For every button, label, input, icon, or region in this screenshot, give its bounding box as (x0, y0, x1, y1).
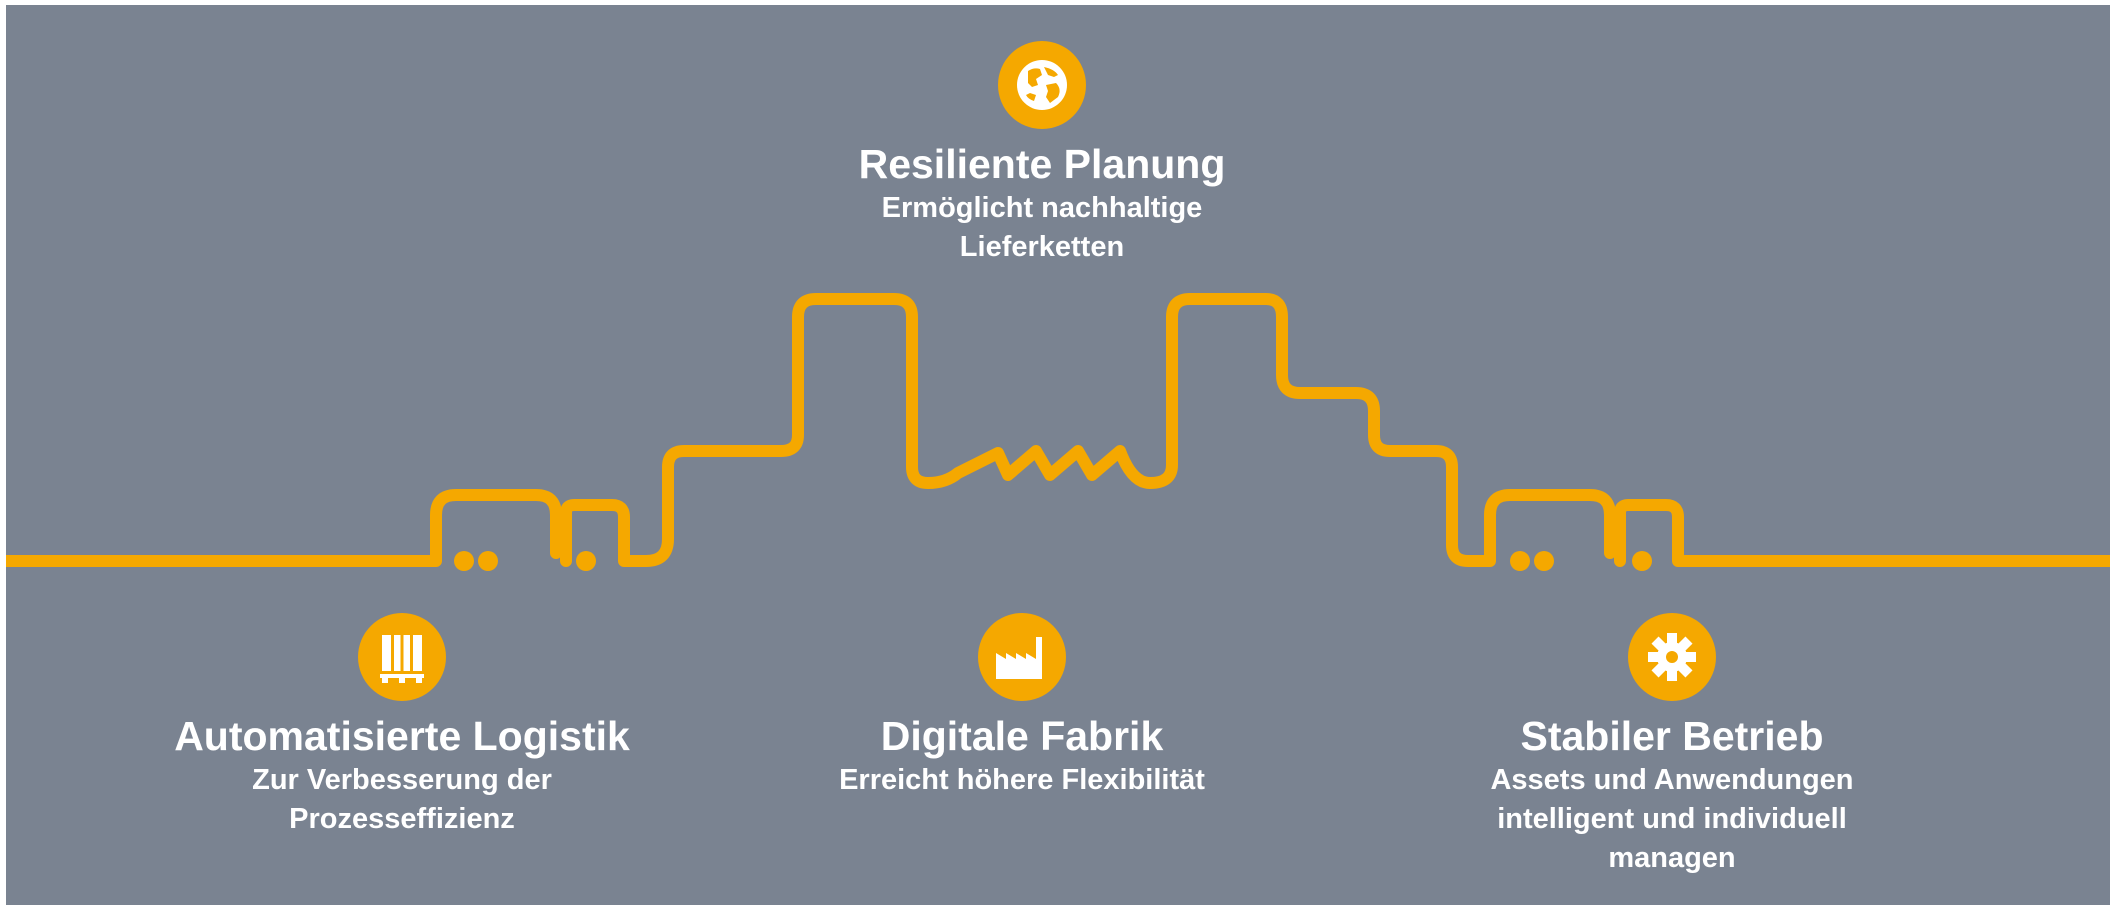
feature-operations-subtitle-line: managen (1608, 842, 1736, 874)
factory-icon-badge (978, 613, 1066, 701)
feature-planning: Resiliente Planung Ermöglicht nachhaltig… (822, 41, 1262, 267)
truck-wheel (1534, 551, 1554, 571)
feature-logistics-subtitle: Zur Verbesserung der Prozesseffizienz (252, 761, 552, 839)
feature-factory-subtitle: Erreicht höhere Flexibilität (839, 761, 1205, 800)
feature-operations-subtitle: Assets und Anwendungen intelligent und i… (1490, 761, 1853, 878)
pallet-icon (380, 635, 424, 683)
feature-factory-title: Digitale Fabrik (880, 713, 1164, 759)
globe-icon (1017, 60, 1067, 110)
feature-operations: Stabiler Betrieb Assets und Anwendungen … (1432, 613, 1912, 878)
feature-logistics: Automatisierte Logistik Zur Verbesserung… (146, 613, 658, 839)
truck-wheel (576, 551, 596, 571)
feature-logistics-title: Automatisierte Logistik (174, 713, 630, 759)
truck-wheel (1632, 551, 1652, 571)
feature-planning-subtitle: Ermöglicht nachhaltige Lieferketten (882, 189, 1203, 267)
truck-wheel (478, 551, 498, 571)
feature-factory-subtitle-line: Erreicht höhere Flexibilität (839, 764, 1205, 796)
feature-logistics-subtitle-line: Prozesseffizienz (289, 803, 515, 835)
feature-operations-subtitle-line: intelligent und individuell (1497, 803, 1847, 835)
globe-icon-badge (998, 41, 1086, 129)
gear-icon (1648, 633, 1696, 681)
feature-operations-subtitle-line: Assets und Anwendungen (1490, 764, 1854, 796)
feature-operations-title: Stabiler Betrieb (1520, 713, 1824, 759)
factory-icon (996, 637, 1042, 679)
truck-wheel (454, 551, 474, 571)
pallet-icon-badge (358, 613, 446, 701)
skyline-line-illustration (6, 293, 2110, 571)
feature-planning-subtitle-line: Lieferketten (959, 231, 1125, 263)
feature-logistics-subtitle-line: Zur Verbesserung der (252, 764, 552, 796)
hero-panel: Resiliente Planung Ermöglicht nachhaltig… (6, 5, 2110, 905)
feature-planning-subtitle-line: Ermöglicht nachhaltige (881, 192, 1203, 224)
truck-wheel (1510, 551, 1530, 571)
gear-icon-badge (1628, 613, 1716, 701)
feature-planning-title: Resiliente Planung (858, 141, 1226, 187)
feature-factory: Digitale Fabrik Erreicht höhere Flexibil… (792, 613, 1252, 800)
